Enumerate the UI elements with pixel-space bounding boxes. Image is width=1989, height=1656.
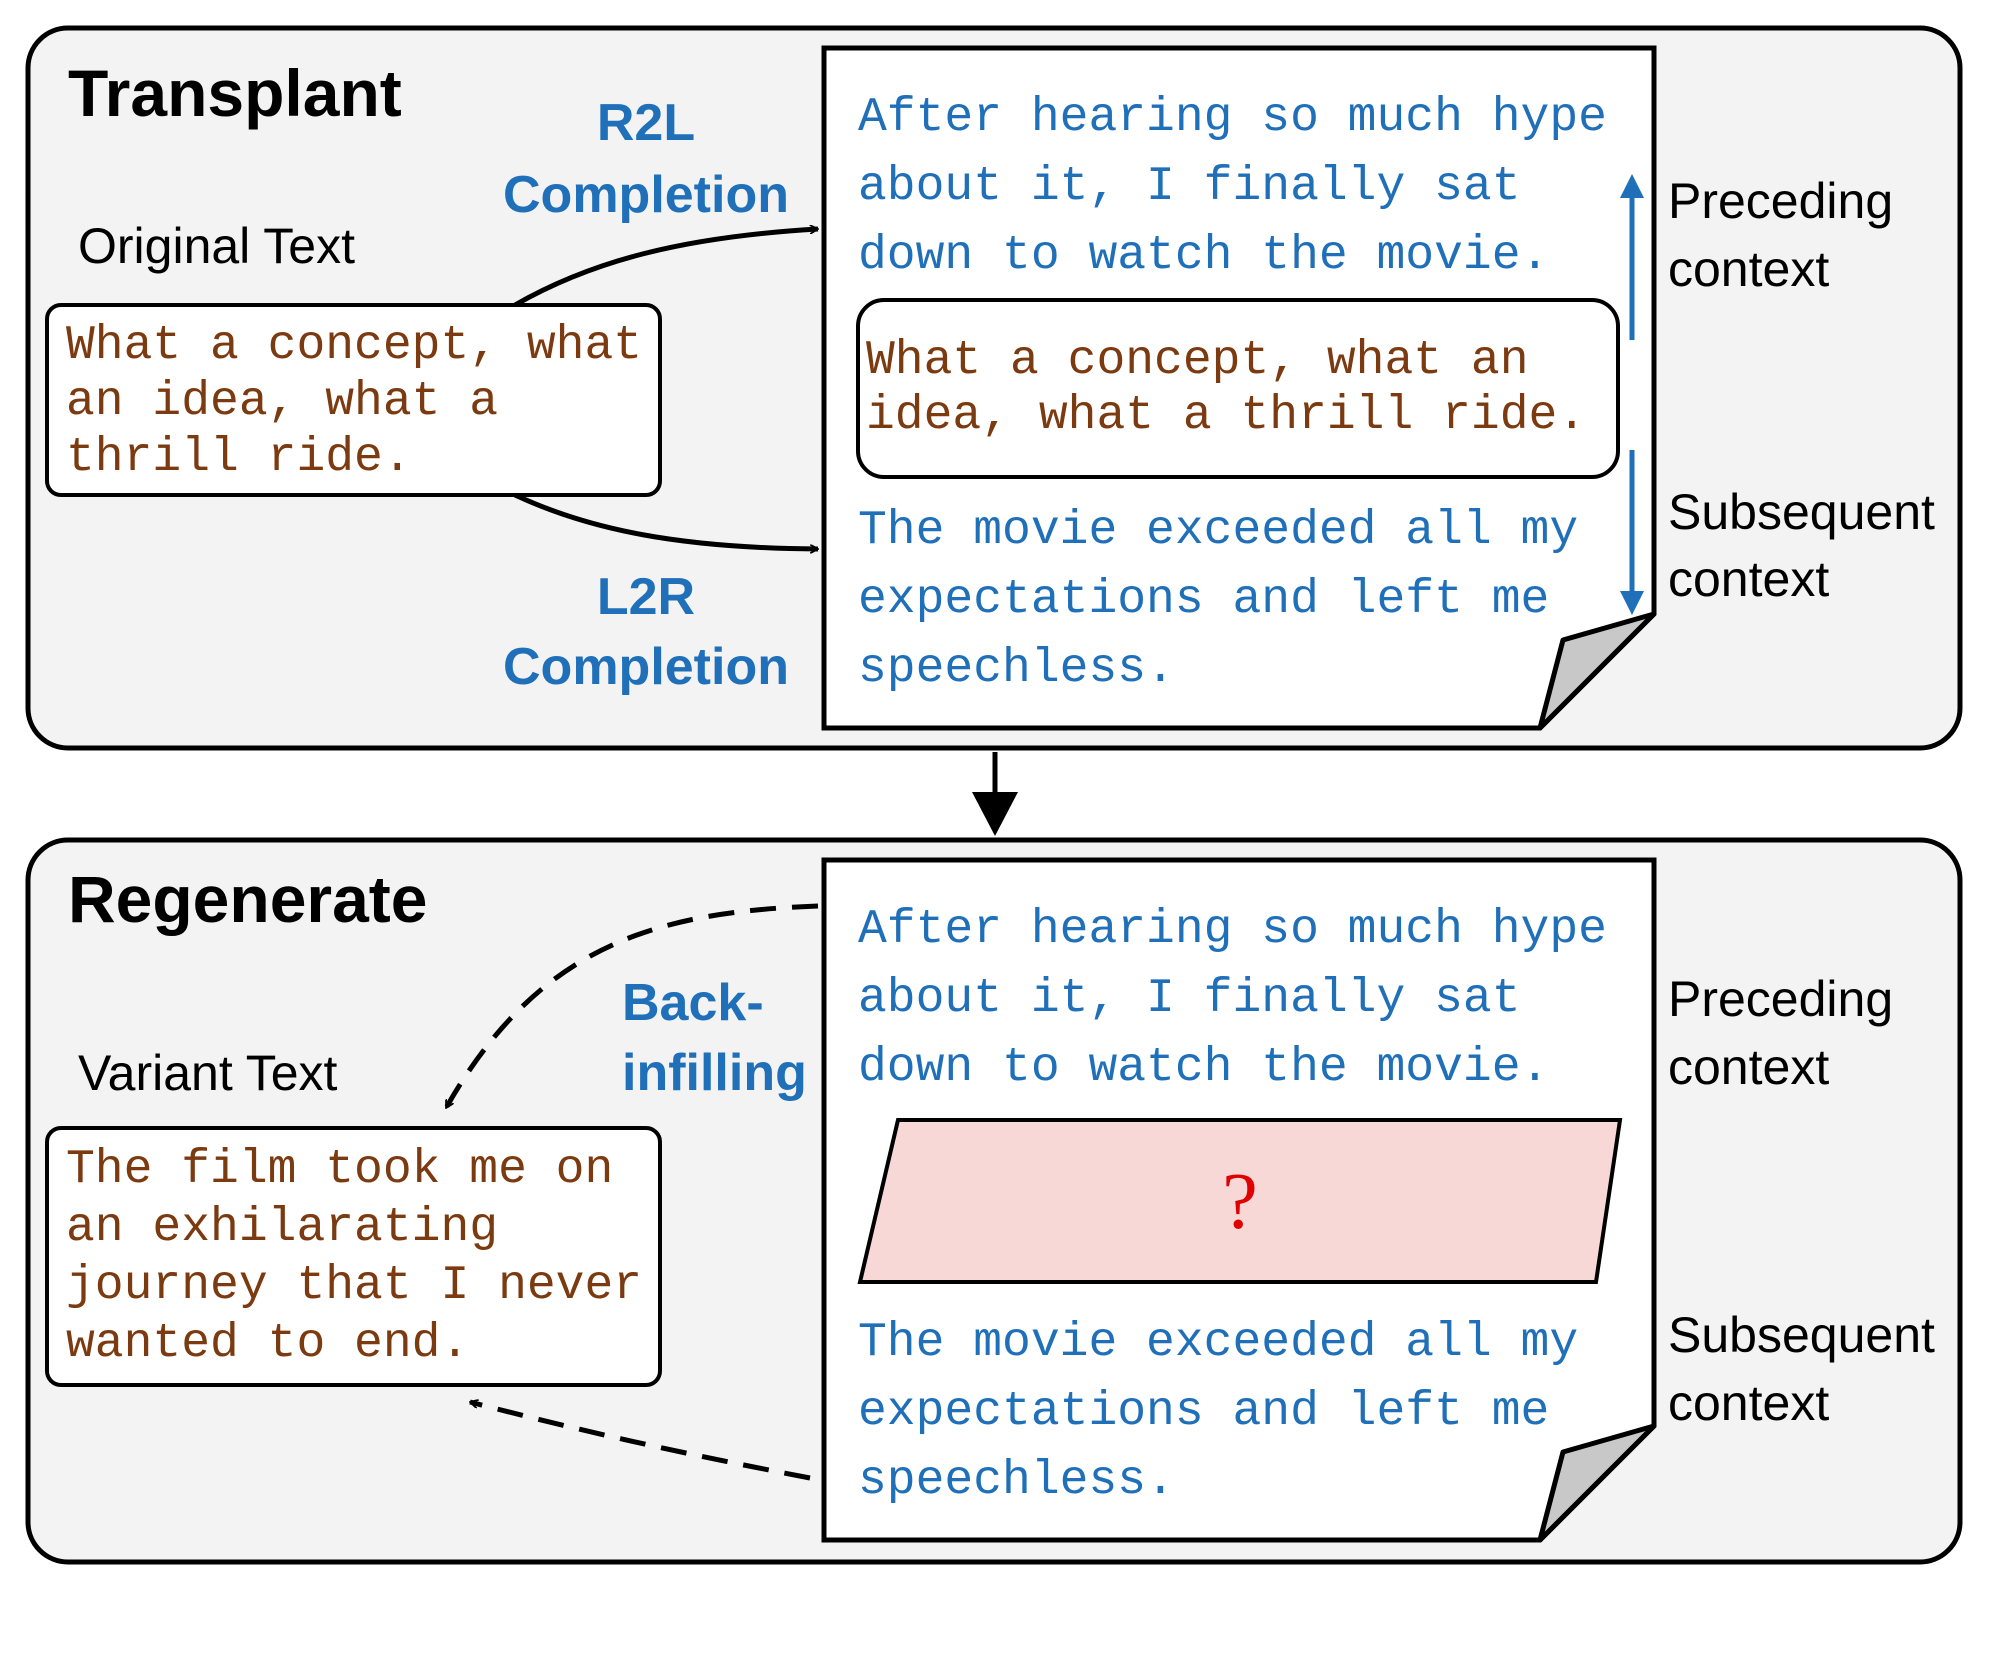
- r2l-completion-label: Completion: [503, 166, 789, 224]
- l2r-arrow: [513, 492, 818, 549]
- masked-span-question-mark: ?: [1222, 1158, 1258, 1246]
- preceding-context-line: down to watch the movie.: [858, 1041, 1549, 1095]
- variant-text-box: [45, 1126, 662, 1387]
- subsequent-context-label: context: [1668, 1375, 1829, 1431]
- back-infilling-label: Back-: [622, 974, 764, 1032]
- subsequent-context-line: speechless.: [858, 642, 1175, 696]
- masked-span-box: [857, 1118, 1623, 1284]
- variant-text-line: an exhilarating: [66, 1201, 498, 1255]
- transplant-title: Transplant: [68, 56, 402, 130]
- preceding-context-label: Preceding: [1668, 971, 1893, 1027]
- preceding-context-line: After hearing so much hype: [858, 91, 1607, 145]
- preceding-context-label: context: [1668, 1039, 1829, 1095]
- transplant-panel: Transplant R2L Completion L2R Completion…: [25, 25, 1963, 751]
- variant-text-label: Variant Text: [78, 1045, 338, 1101]
- l2r-label: L2R: [597, 568, 695, 626]
- subsequent-context-line: The movie exceeded all my: [858, 504, 1578, 558]
- r2l-label: R2L: [597, 94, 695, 152]
- variant-text-line: journey that I never: [66, 1259, 642, 1313]
- transplanted-text-box: [856, 298, 1620, 479]
- subsequent-context-label: Subsequent: [1668, 484, 1935, 540]
- original-text-line: thrill ride.: [66, 431, 412, 485]
- preceding-context-label: context: [1668, 241, 1829, 297]
- down-arrow-head: [972, 792, 1018, 836]
- subsequent-context-line: speechless.: [858, 1454, 1175, 1508]
- back-infilling-top-arrow: [443, 903, 819, 1108]
- subsequent-context-line: The movie exceeded all my: [858, 1316, 1578, 1370]
- subsequent-context-label: context: [1668, 551, 1829, 607]
- transplanted-text-line: idea, what a thrill ride.: [866, 389, 1586, 443]
- original-text-box: [45, 303, 662, 497]
- preceding-context-label: Preceding: [1668, 173, 1893, 229]
- subsequent-context-line: expectations and left me: [858, 573, 1549, 627]
- preceding-context-line: about it, I finally sat: [858, 972, 1521, 1026]
- original-text-line: What a concept, what: [66, 319, 642, 373]
- page-curl-icon: [1537, 1423, 1657, 1543]
- back-infilling-label: infilling: [622, 1044, 807, 1102]
- back-infilling-bottom-arrow: [470, 1402, 811, 1481]
- l2r-completion-label: Completion: [503, 638, 789, 696]
- r2l-arrow: [513, 229, 818, 308]
- page-curl-icon: [1537, 611, 1657, 731]
- preceding-context-line: down to watch the movie.: [858, 229, 1549, 283]
- regenerate-panel: Regenerate Back- infilling Variant Text …: [25, 837, 1963, 1565]
- preceding-context-line: After hearing so much hype: [858, 903, 1607, 957]
- regenerate-title: Regenerate: [68, 862, 428, 936]
- preceding-context-line: about it, I finally sat: [858, 160, 1521, 214]
- original-text-label: Original Text: [78, 218, 355, 274]
- subsequent-context-label: Subsequent: [1668, 1307, 1935, 1363]
- variant-text-line: The film took me on: [66, 1143, 613, 1197]
- variant-text-line: wanted to end.: [66, 1317, 469, 1371]
- transplanted-text-line: What a concept, what an: [866, 334, 1529, 388]
- subsequent-context-line: expectations and left me: [858, 1385, 1549, 1439]
- original-text-line: an idea, what a: [66, 375, 498, 429]
